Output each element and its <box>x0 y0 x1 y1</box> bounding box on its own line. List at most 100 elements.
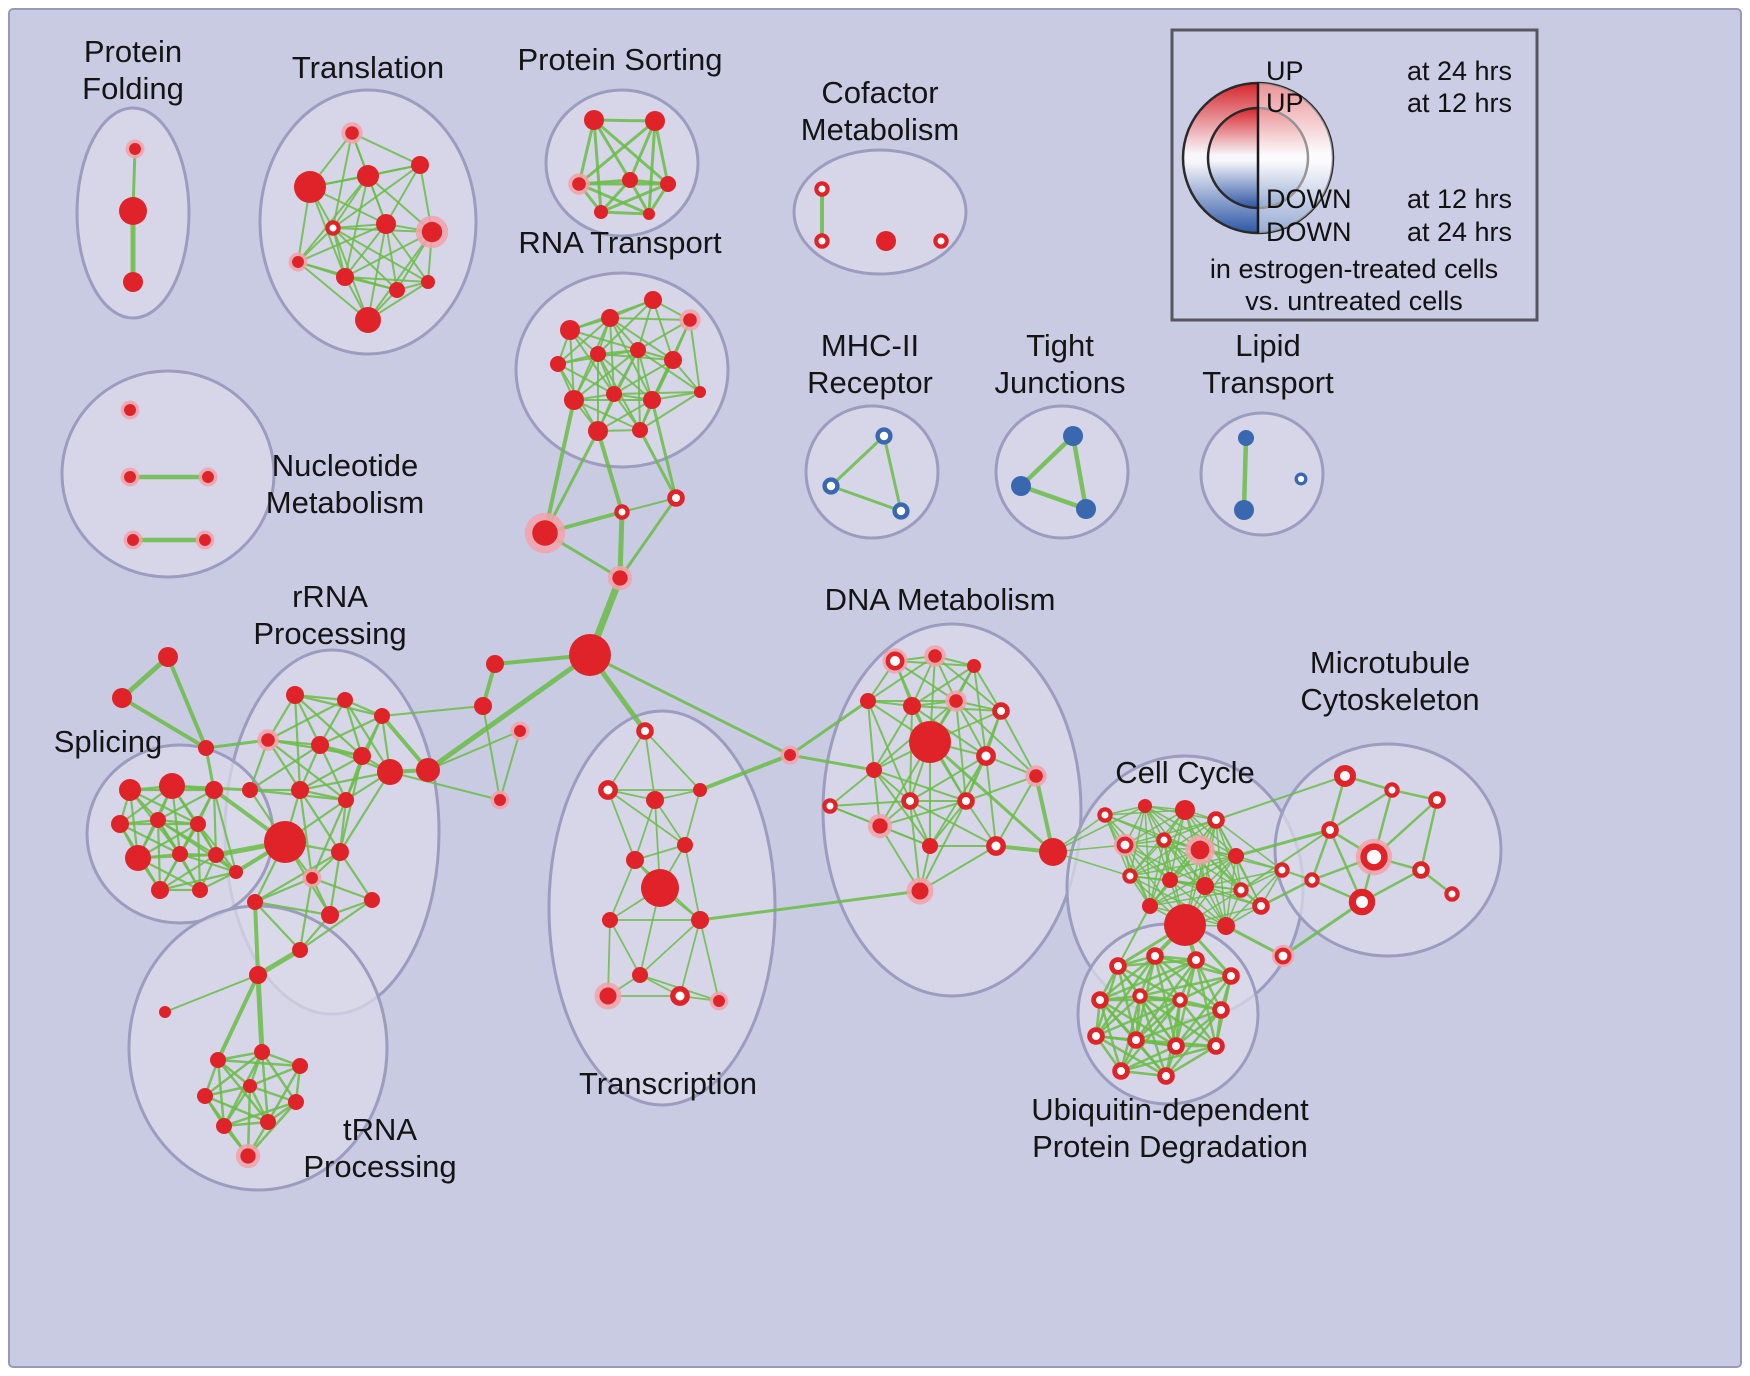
network-edge <box>995 775 1037 847</box>
cluster-label-protein-sorting: Protein Sorting <box>517 42 722 77</box>
node-tn10 <box>260 1114 276 1130</box>
network-edge <box>909 755 987 802</box>
node-tc7 <box>641 869 679 907</box>
node-rt5 <box>550 356 566 372</box>
node-pf1 <box>125 139 145 159</box>
network-edge <box>298 788 314 880</box>
node-mc8 <box>1444 886 1460 902</box>
node-ps6 <box>594 205 608 219</box>
network-edge <box>266 698 347 742</box>
node-tc5 <box>626 851 644 869</box>
network-edge <box>1134 998 1182 1042</box>
network-edge <box>1098 998 1123 1073</box>
network-edge <box>1178 998 1218 1048</box>
node-tl4 <box>411 156 429 174</box>
cluster-label-nucleotide-metabolism: Metabolism <box>266 485 425 520</box>
network-edge <box>1094 1034 1168 1078</box>
node-rr14 <box>247 894 263 910</box>
node-ps4 <box>622 172 638 188</box>
node-mc6 <box>1412 861 1430 879</box>
network-edge <box>338 770 392 854</box>
network-edge <box>120 696 208 750</box>
node-bx1 <box>1271 944 1295 968</box>
node-rt14 <box>694 386 706 398</box>
node-tn7 <box>243 1079 257 1093</box>
network-edge <box>1138 974 1233 998</box>
network-edge <box>253 876 314 904</box>
network-edge <box>934 655 1002 712</box>
node-nm3 <box>198 467 218 487</box>
node-tl6 <box>376 214 396 234</box>
network-edge <box>928 740 1055 854</box>
network-edge <box>679 919 701 997</box>
cluster-ellipse-tight-junctions <box>994 404 1130 540</box>
network-edge <box>973 665 987 757</box>
node-cc14 <box>1164 904 1206 946</box>
network-edge <box>1129 839 1165 877</box>
network-edge <box>1328 788 1394 832</box>
cluster-label-microtubule-cytoskeleton: Microtubule <box>1310 645 1470 680</box>
cluster-label-lipid-transport: Transport <box>1202 365 1334 400</box>
node-tc3 <box>646 791 664 809</box>
network-edge <box>1134 1008 1223 1042</box>
network-edge <box>569 329 615 395</box>
node-ub1 <box>1109 957 1127 975</box>
network-edge <box>1149 885 1206 907</box>
legend-caption-line1: in estrogen-treated cells <box>1210 254 1498 284</box>
network-edge <box>328 850 342 917</box>
network-edge <box>569 329 639 351</box>
network-edge <box>1149 855 1237 907</box>
node-ub2 <box>1146 947 1164 965</box>
network-edge <box>427 730 521 771</box>
node-rt3 <box>644 291 662 309</box>
node-rt1 <box>560 320 580 340</box>
network-edge <box>867 700 911 802</box>
node-tn11 <box>235 1143 261 1169</box>
network-edge <box>592 118 603 214</box>
legend-down-24-time: at 24 hrs <box>1407 217 1512 247</box>
legend-right-half-overlay <box>1258 83 1333 233</box>
node-tj2 <box>1011 476 1031 496</box>
node-ub3 <box>1187 951 1205 969</box>
network-edge <box>385 223 398 291</box>
node-tn9 <box>216 1118 232 1134</box>
cluster-label-tight-junctions: Tight <box>1026 328 1094 363</box>
node-rr9 <box>291 781 309 799</box>
node-dm7 <box>992 702 1010 720</box>
network-edge <box>588 653 792 757</box>
node-h6 <box>486 655 504 673</box>
cluster-label-trna-processing: tRNA <box>343 1112 417 1147</box>
network-edge <box>911 705 987 757</box>
node-dm3 <box>967 659 981 673</box>
cluster-label-ubiquitin-degradation: Protein Degradation <box>1032 1129 1308 1164</box>
node-rt4 <box>679 309 701 331</box>
node-sp11 <box>192 882 208 898</box>
cluster-label-dna-metabolism: DNA Metabolism <box>825 582 1056 617</box>
node-tc10 <box>632 967 648 983</box>
node-rr4 <box>257 729 279 751</box>
network-edge <box>929 800 967 847</box>
node-tc8 <box>602 912 618 928</box>
node-cc8 <box>1228 848 1244 864</box>
node-sp4 <box>111 815 129 833</box>
legend-up-12-word: UP <box>1266 88 1304 118</box>
node-cc11 <box>1196 877 1214 895</box>
network-edge <box>1119 1044 1218 1073</box>
node-cc17 <box>1274 862 1290 878</box>
network-edge <box>1119 1044 1178 1073</box>
network-edge <box>381 705 484 717</box>
node-cc12 <box>1233 882 1249 898</box>
network-edge <box>298 876 314 952</box>
cluster-label-rna-transport: RNA Transport <box>518 225 722 260</box>
node-dm5 <box>903 697 921 715</box>
cluster-ellipse-mhc-ii-receptor <box>804 404 940 540</box>
network-edge <box>1164 1008 1223 1078</box>
node-rr11 <box>264 821 306 863</box>
node-tl8 <box>288 252 308 272</box>
network-edge <box>1018 433 1076 489</box>
node-nm4 <box>123 530 143 550</box>
node-ub9 <box>1087 1027 1105 1045</box>
node-ccx <box>1039 838 1067 866</box>
node-h8 <box>510 721 530 741</box>
